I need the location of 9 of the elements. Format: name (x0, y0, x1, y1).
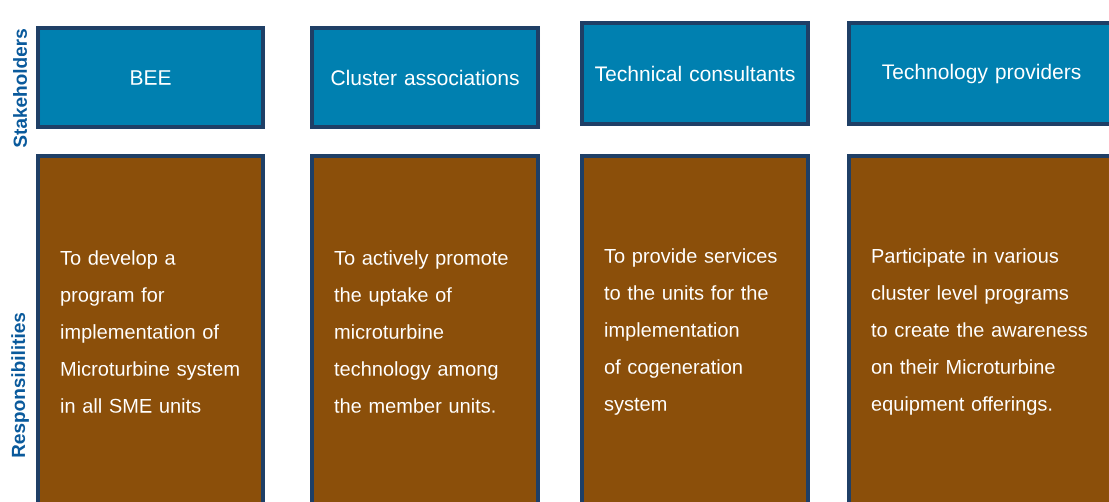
responsibility-box: To actively promote the uptake of microturbine technology among the member units. (310, 154, 540, 502)
stakeholder-box: Cluster associations (310, 26, 540, 129)
responsibility-box: To provide services to the units for the implementation of cogeneration system (580, 154, 810, 502)
stakeholder-box: BEE (36, 26, 265, 129)
row-heading: Stakeholders (13, 29, 27, 148)
responsibility-box: Participate in various cluster level programs to create the awareness on their Microturbine equipment offerings. (847, 154, 1109, 502)
stakeholder-box: Technical consultants (580, 21, 810, 126)
stakeholder-box: Technology providers (847, 21, 1109, 126)
responsibility-box: To develop a program for implementation of Microturbine system in all SME units (36, 154, 265, 502)
